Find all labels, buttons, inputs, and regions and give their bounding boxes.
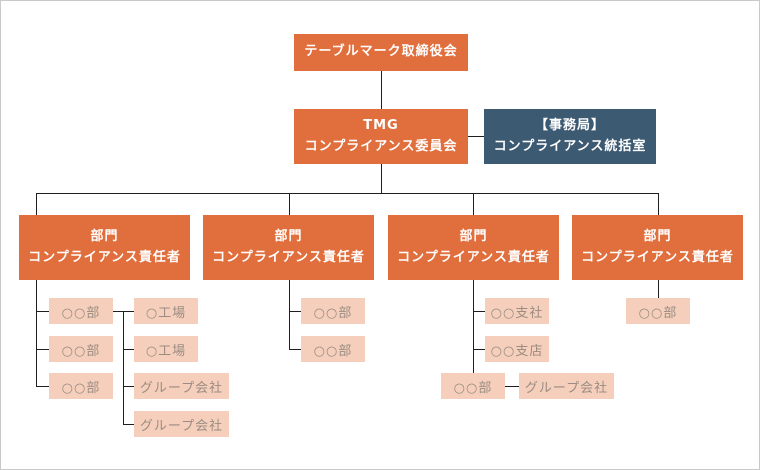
node-dept-officer-3: 部門 コンプライアンス責任者 bbox=[388, 215, 559, 280]
node-board: テーブルマーク取締役会 bbox=[294, 34, 468, 71]
node-dept-3-line1: 部門 bbox=[459, 228, 488, 244]
node-dept-2-line2: コンプライアンス責任者 bbox=[212, 249, 365, 265]
node-committee-line2: コンプライアンス委員会 bbox=[304, 138, 458, 154]
node-dept-4-line2: コンプライアンス責任者 bbox=[581, 249, 734, 265]
connector-board-committee bbox=[381, 71, 382, 109]
subnode-g1-dept-1: ○○部 bbox=[49, 298, 113, 324]
node-dept-officer-2: 部門 コンプライアンス責任者 bbox=[203, 215, 374, 280]
connector-g3-stub-1 bbox=[473, 311, 485, 312]
connector-g3-groupco bbox=[505, 386, 519, 387]
subnode-g3-groupco: グループ会社 bbox=[519, 373, 614, 399]
connector-g3-stub-2 bbox=[473, 349, 485, 350]
node-committee-line1: TMG bbox=[363, 117, 399, 133]
node-dept-officer-1: 部門 コンプライアンス責任者 bbox=[19, 215, 190, 280]
subnode-g4-dept: ○○部 bbox=[626, 298, 690, 324]
node-board-label: テーブルマーク取締役会 bbox=[304, 44, 458, 60]
node-dept-1-line2: コンプライアンス責任者 bbox=[28, 249, 181, 265]
connector-g1-sub-stub-3 bbox=[123, 424, 134, 425]
subnode-g3-dept: ○○部 bbox=[441, 373, 505, 399]
node-dept-2-line1: 部門 bbox=[274, 228, 303, 244]
connector-distribution-bar bbox=[36, 193, 659, 194]
connector-g2-stub-1 bbox=[289, 311, 301, 312]
node-secretariat: 【事務局】 コンプライアンス統括室 bbox=[484, 109, 656, 164]
subnode-g1-groupco-2: グループ会社 bbox=[134, 411, 229, 437]
subnode-g2-dept-1: ○○部 bbox=[301, 298, 365, 324]
connector-drop-dept-3 bbox=[473, 193, 474, 215]
connector-drop-dept-4 bbox=[658, 193, 659, 215]
connector-g3-spine bbox=[473, 280, 474, 373]
connector-g1-stub-1 bbox=[36, 311, 49, 312]
connector-g1-sub-spine bbox=[123, 311, 124, 424]
connector-g2-stub-2 bbox=[289, 349, 301, 350]
subnode-g3-branch-store: ○○支店 bbox=[485, 336, 549, 362]
node-dept-3-line2: コンプライアンス責任者 bbox=[397, 249, 550, 265]
subnode-g2-dept-2: ○○部 bbox=[301, 336, 365, 362]
subnode-g1-factory-2: ○工場 bbox=[134, 336, 198, 362]
node-dept-officer-4: 部門 コンプライアンス責任者 bbox=[572, 215, 743, 280]
node-secretariat-line2: コンプライアンス統括室 bbox=[493, 138, 647, 154]
connector-g4-spine bbox=[658, 280, 659, 298]
node-dept-4-line1: 部門 bbox=[643, 228, 672, 244]
subnode-g1-dept-2: ○○部 bbox=[49, 336, 113, 362]
connector-g1-spine bbox=[36, 280, 37, 387]
subnode-g3-branch-office: ○○支社 bbox=[485, 298, 549, 324]
node-secretariat-line1: 【事務局】 bbox=[534, 117, 605, 133]
subnode-g1-factory-1: ○工場 bbox=[134, 298, 198, 324]
subnode-g1-dept-3: ○○部 bbox=[49, 373, 113, 399]
connector-g1-sub-stub-1 bbox=[123, 349, 134, 350]
connector-g1-stub-2 bbox=[36, 349, 49, 350]
connector-g1-stub-3 bbox=[36, 386, 49, 387]
connector-committee-secretariat bbox=[468, 136, 484, 137]
connector-drop-dept-2 bbox=[289, 193, 290, 215]
connector-g1-sub-stub-2 bbox=[123, 386, 134, 387]
node-compliance-committee: TMG コンプライアンス委員会 bbox=[294, 109, 468, 164]
connector-committee-trunk bbox=[381, 164, 382, 193]
connector-drop-dept-1 bbox=[36, 193, 37, 215]
connector-g2-spine bbox=[289, 280, 290, 349]
subnode-g1-groupco-1: グループ会社 bbox=[134, 373, 229, 399]
node-dept-1-line1: 部門 bbox=[90, 228, 119, 244]
